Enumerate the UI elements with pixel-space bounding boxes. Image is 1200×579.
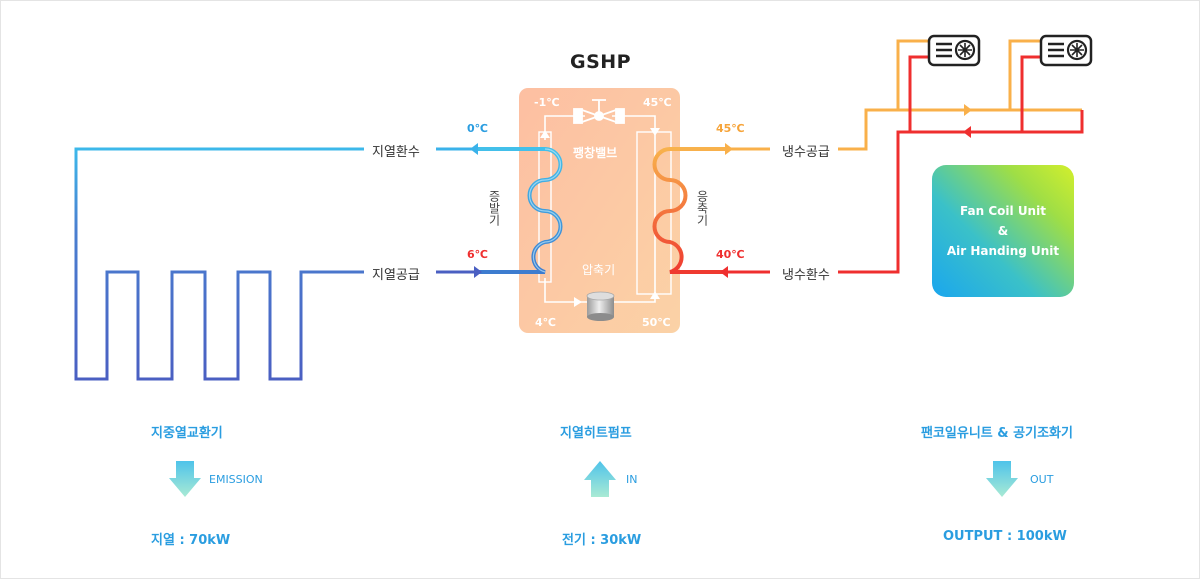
- electric-value: 전기 : 30kW: [562, 533, 642, 548]
- circuit-arrow-right: [574, 297, 582, 307]
- fcu-ahu-box: Fan Coil Unit & Air Handing Unit: [932, 165, 1074, 297]
- label-compressor: 압축기: [582, 263, 616, 277]
- arrow-cool-return: [720, 266, 728, 278]
- section-title-ground-exchanger: 지중열교환기: [151, 426, 223, 441]
- temp-box-bottom-left: 4℃: [535, 316, 556, 329]
- expansion-valve-icon: [573, 99, 625, 124]
- temp-cool-return: 40℃: [716, 248, 745, 261]
- circuit-arrow-down: [650, 128, 660, 136]
- label-expansion-valve: 팽창밸브: [573, 146, 618, 160]
- fcu-line-3: Air Handing Unit: [946, 244, 1060, 258]
- emission-arrow-icon: [169, 461, 201, 497]
- in-arrow-icon: [584, 461, 616, 497]
- arrow-ground-supply: [474, 266, 482, 278]
- fan-coil-unit-icon: [927, 34, 981, 67]
- circuit-arrow-up: [540, 130, 550, 138]
- arrow-return-network: [963, 126, 971, 138]
- emission-label: EMISSION: [209, 473, 263, 486]
- supply-network-pipe: [838, 39, 1082, 151]
- arrow-supply-network: [964, 104, 972, 116]
- arrow-ground-return: [470, 143, 478, 155]
- label-condenser: 응축기: [695, 190, 709, 226]
- gshp-box: [519, 88, 680, 333]
- out-arrow-icon: [986, 461, 1018, 497]
- out-label: OUT: [1030, 473, 1054, 486]
- section-title-fcu-ahu: 팬코일유니트 & 공기조화기: [921, 426, 1073, 441]
- temp-ground-supply: 6℃: [467, 248, 488, 261]
- in-label: IN: [626, 473, 638, 486]
- label-cool-supply: 냉수공급: [782, 145, 830, 160]
- circuit-arrow-up-right: [650, 291, 660, 299]
- temp-box-bottom-right: 50℃: [642, 316, 671, 329]
- ground-loop-pipe: [74, 147, 364, 381]
- fcu-line-1: Fan Coil Unit: [960, 204, 1046, 218]
- evaporator-coil-inner: [528, 148, 562, 273]
- temp-cool-supply: 45℃: [716, 122, 745, 135]
- temp-box-top-right: 45℃: [643, 96, 672, 109]
- compressor-icon: [586, 291, 615, 321]
- ground-heat-value: 지열 : 70kW: [151, 533, 231, 548]
- arrow-cool-supply: [725, 143, 733, 155]
- temp-box-top-left: -1℃: [534, 96, 560, 109]
- label-evaporator: 증발기: [487, 190, 501, 226]
- condenser-coil: [652, 147, 725, 274]
- temp-ground-return: 0℃: [467, 122, 488, 135]
- return-network-pipe: [838, 55, 1084, 274]
- section-title-heat-pump: 지열히트펌프: [560, 426, 632, 441]
- output-value: OUTPUT : 100kW: [943, 529, 1067, 544]
- label-ground-return: 지열환수: [372, 145, 420, 160]
- gshp-title: GSHP: [570, 51, 632, 73]
- fan-coil-unit-icon-2: [1039, 34, 1093, 67]
- fcu-line-2: &: [997, 224, 1009, 238]
- label-cool-return: 냉수환수: [782, 268, 830, 283]
- label-ground-supply: 지열공급: [372, 268, 420, 283]
